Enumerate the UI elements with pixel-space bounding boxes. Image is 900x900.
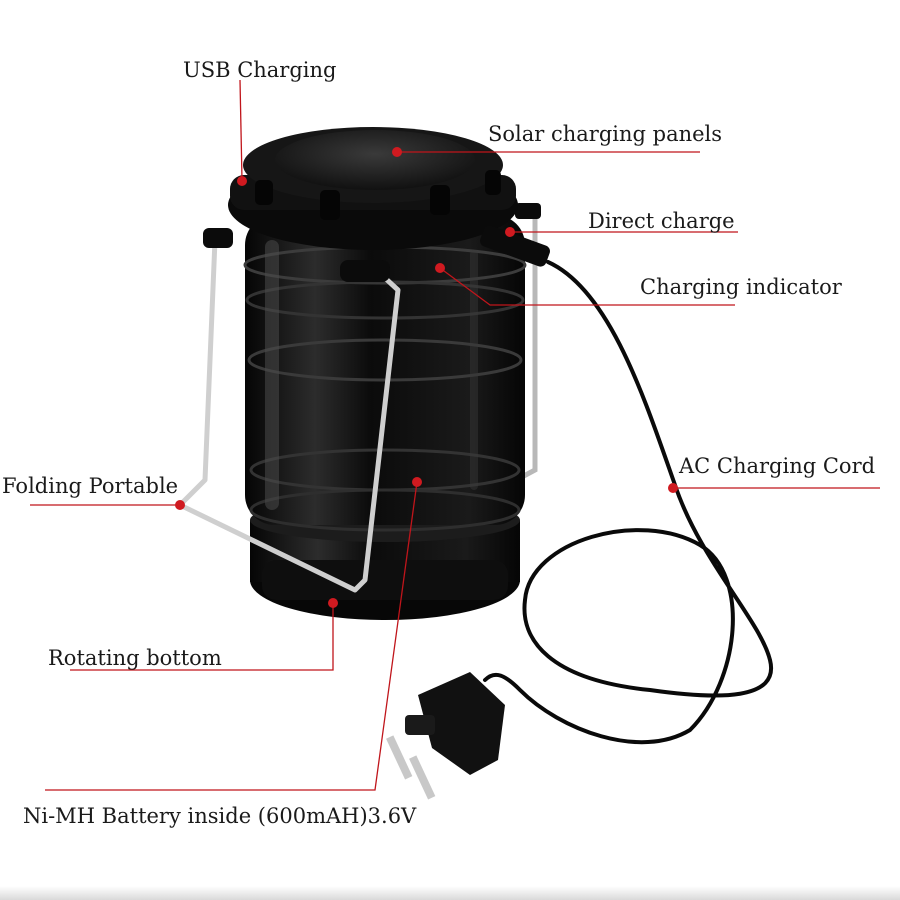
battery-dot	[412, 477, 422, 487]
label-solar-panels: Solar charging panels	[488, 122, 723, 146]
leader-dots	[175, 147, 678, 608]
handle-clip-right	[340, 260, 390, 282]
label-ac-cord: AC Charging Cord	[679, 454, 876, 478]
rotating-leader-line	[70, 603, 334, 671]
ac-plug	[386, 672, 505, 800]
indicator-leader-line	[439, 267, 735, 306]
label-folding-portable: Folding Portable	[2, 474, 179, 498]
label-rotating-bottom: Rotating bottom	[48, 646, 222, 670]
label-charging-indicator: Charging indicator	[640, 275, 842, 299]
front-handle	[177, 239, 401, 593]
label-battery: Ni-MH Battery inside (600mAH)3.6V	[23, 804, 417, 828]
handle-clip-left	[203, 228, 233, 248]
direct-charge-dot	[505, 227, 515, 237]
folding-dot	[175, 500, 185, 510]
solar-panel	[275, 130, 475, 190]
cord-dot	[668, 483, 678, 493]
solar-dot	[392, 147, 402, 157]
rotating-dot	[328, 598, 338, 608]
dc-plug	[480, 225, 550, 267]
battery-leader-line	[45, 481, 418, 791]
bottom-shadow	[0, 886, 900, 900]
indicator-dot	[435, 263, 445, 273]
lantern-body	[228, 127, 527, 620]
usb-leader-line	[239, 79, 243, 181]
ac-charging-cord	[483, 260, 774, 745]
label-usb-charging: USB Charging	[183, 58, 337, 82]
back-handle-clip	[515, 203, 541, 219]
leader-lines	[30, 79, 880, 791]
label-direct-charge: Direct charge	[588, 209, 735, 233]
usb-dot	[237, 176, 247, 186]
